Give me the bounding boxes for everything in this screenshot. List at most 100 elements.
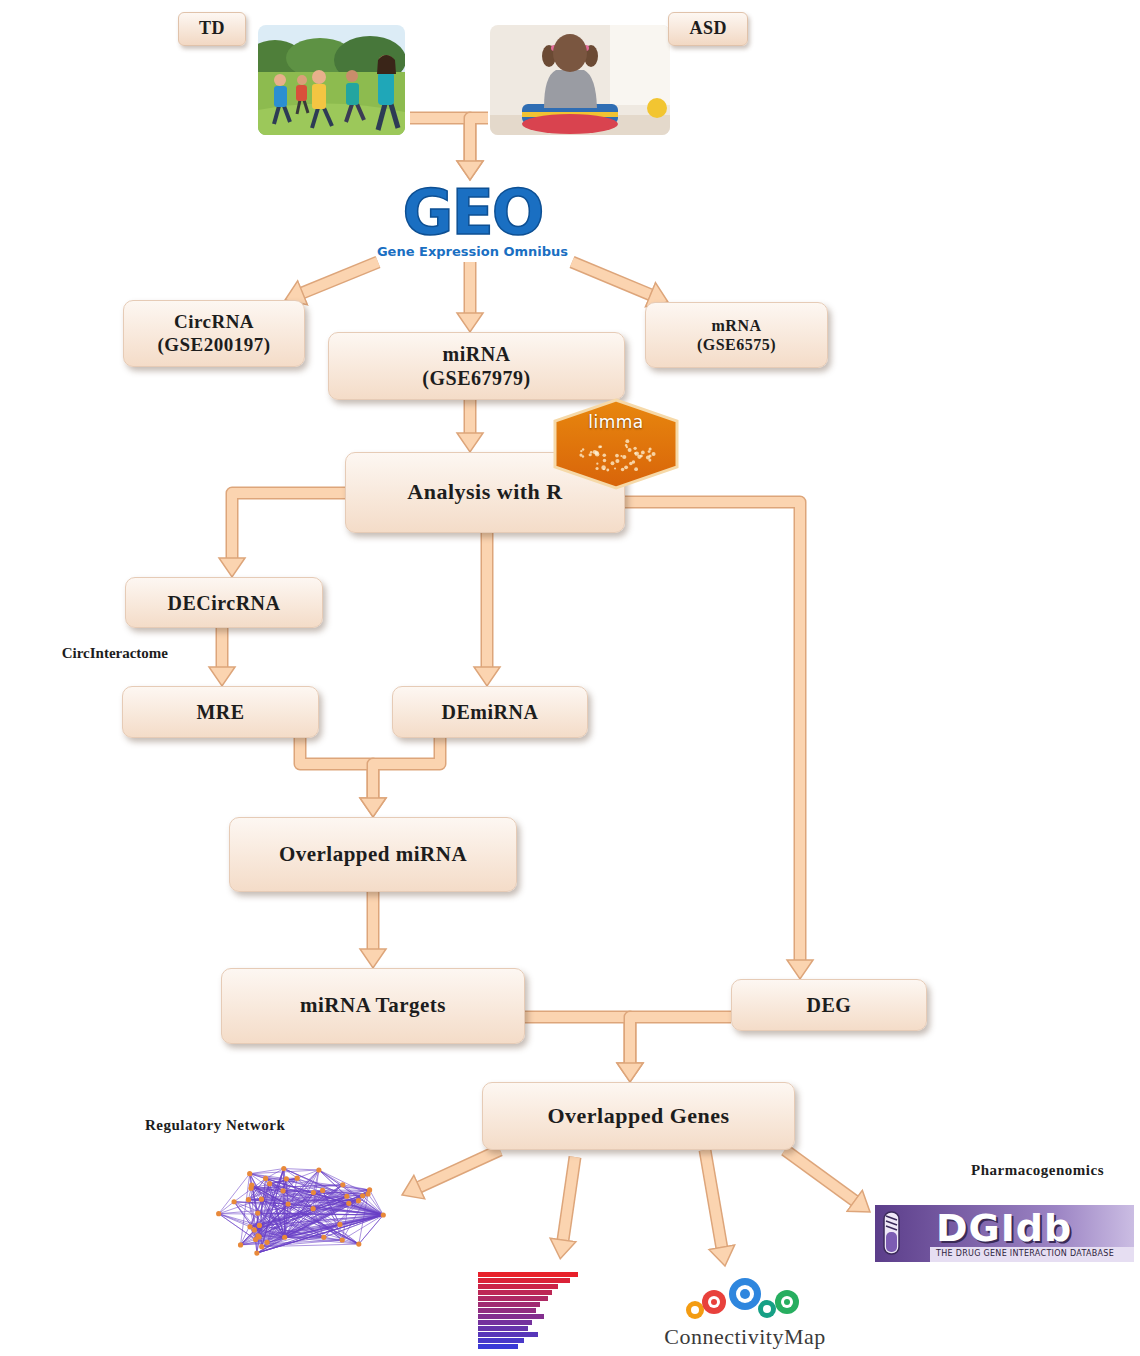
bar-chart-icon [478, 1272, 578, 1349]
hexagon-shape [553, 398, 679, 490]
bar [478, 1302, 540, 1307]
network-edge [261, 1199, 358, 1244]
bar [478, 1308, 536, 1313]
window-light [610, 25, 670, 105]
flow-arrow [303, 262, 378, 293]
network-node [344, 1194, 349, 1199]
network-edge [256, 1170, 319, 1239]
network-edge [283, 1191, 285, 1237]
network-node [311, 1190, 316, 1195]
network-edge [266, 1178, 359, 1244]
network-node [267, 1181, 272, 1186]
network-node [321, 1235, 326, 1240]
network-node [246, 1197, 251, 1202]
network-edge [283, 1189, 370, 1191]
arrow-outline [525, 1017, 630, 1063]
dot [589, 453, 592, 456]
bar [478, 1344, 518, 1349]
result-box: Overlapped Genes [482, 1082, 795, 1150]
dot [625, 444, 628, 447]
dataset-box: mRNA(GSE6575) [645, 302, 828, 368]
photo-panel: TD [175, 8, 410, 138]
network-node [255, 1211, 260, 1216]
arrow-body [232, 493, 345, 558]
network-edge [267, 1170, 319, 1242]
bar [478, 1296, 548, 1301]
dot [606, 469, 609, 472]
network-figure: Regulatory Network [140, 1110, 402, 1275]
child-figure [346, 70, 364, 122]
arrow-outline [464, 400, 477, 433]
bar [478, 1278, 570, 1283]
network-node [316, 1167, 321, 1172]
node-label: Analysis with R [407, 479, 562, 505]
result-box: DEG [731, 979, 927, 1031]
network-node [337, 1222, 342, 1227]
node-label: THE DRUG GENE INTERACTION DATABASE [936, 1250, 1114, 1259]
arrow-body [705, 1150, 722, 1247]
arrow-body [373, 738, 440, 798]
dot [634, 467, 638, 471]
arrow-outline [419, 1150, 500, 1187]
dot [648, 454, 651, 457]
bar [478, 1284, 558, 1289]
dot [590, 451, 593, 454]
arrow-body [482, 533, 492, 667]
bar [478, 1290, 552, 1295]
node-label: Overlapped miRNA [279, 842, 467, 867]
network-node [216, 1211, 221, 1216]
dot [603, 459, 606, 462]
dot [649, 447, 652, 450]
dot [625, 439, 629, 443]
tool-badge: limma [553, 398, 679, 490]
network-node [252, 1227, 257, 1232]
dot [648, 450, 651, 453]
arrow-outline [232, 493, 345, 558]
node-label: (GSE67979) [422, 366, 530, 390]
child-photo [490, 25, 670, 135]
node-label: (GSE6575) [697, 335, 776, 354]
database-logo: PharmacogenomicsDGIdbTHE DRUG GENE INTER… [870, 1155, 1136, 1265]
flow-arrow [470, 118, 488, 161]
flow-arrow [525, 1017, 630, 1063]
node-label: ASD [668, 12, 748, 46]
node-label: limma [553, 412, 679, 432]
arrow-outline [785, 1150, 855, 1201]
node-label: MRE [196, 700, 244, 724]
dot [635, 451, 639, 455]
tool-logo: ConnectivityMap [635, 1266, 855, 1354]
dataset-box: miRNA(GSE67979) [328, 332, 625, 400]
network-node [247, 1224, 252, 1229]
result-box: DEmiRNA [392, 686, 588, 738]
grass [258, 103, 405, 135]
arrow-outline [464, 262, 477, 313]
node-label: miRNA [442, 342, 510, 366]
network-node [254, 1250, 259, 1255]
node-label: CircRNA [174, 311, 254, 334]
dot [596, 463, 598, 465]
floor [490, 115, 670, 135]
node-label: DGIdb [936, 1209, 1072, 1247]
flow-arrow [470, 262, 471, 313]
network-node [263, 1176, 268, 1181]
network-node [340, 1182, 345, 1187]
network-node [346, 1201, 351, 1206]
network-edge [248, 1178, 265, 1199]
flow-arrow [373, 738, 440, 798]
node-label: ConnectivityMap [635, 1324, 855, 1350]
network-node [311, 1206, 316, 1211]
network-node [367, 1187, 372, 1192]
grass [258, 72, 405, 135]
arrow-body [419, 1150, 500, 1187]
network-edge [251, 1185, 343, 1188]
arrow-body [470, 118, 488, 161]
arrow-body [303, 262, 378, 293]
bar [478, 1314, 544, 1319]
node-label: Overlapped Genes [547, 1103, 729, 1129]
network-node [259, 1244, 264, 1249]
bar [478, 1338, 524, 1343]
node-label: DECircRNA [167, 591, 280, 615]
database-logo: GEOGene Expression Omnibus [355, 180, 590, 262]
arrow-outline [630, 1017, 731, 1063]
flow-arrow [232, 493, 345, 558]
